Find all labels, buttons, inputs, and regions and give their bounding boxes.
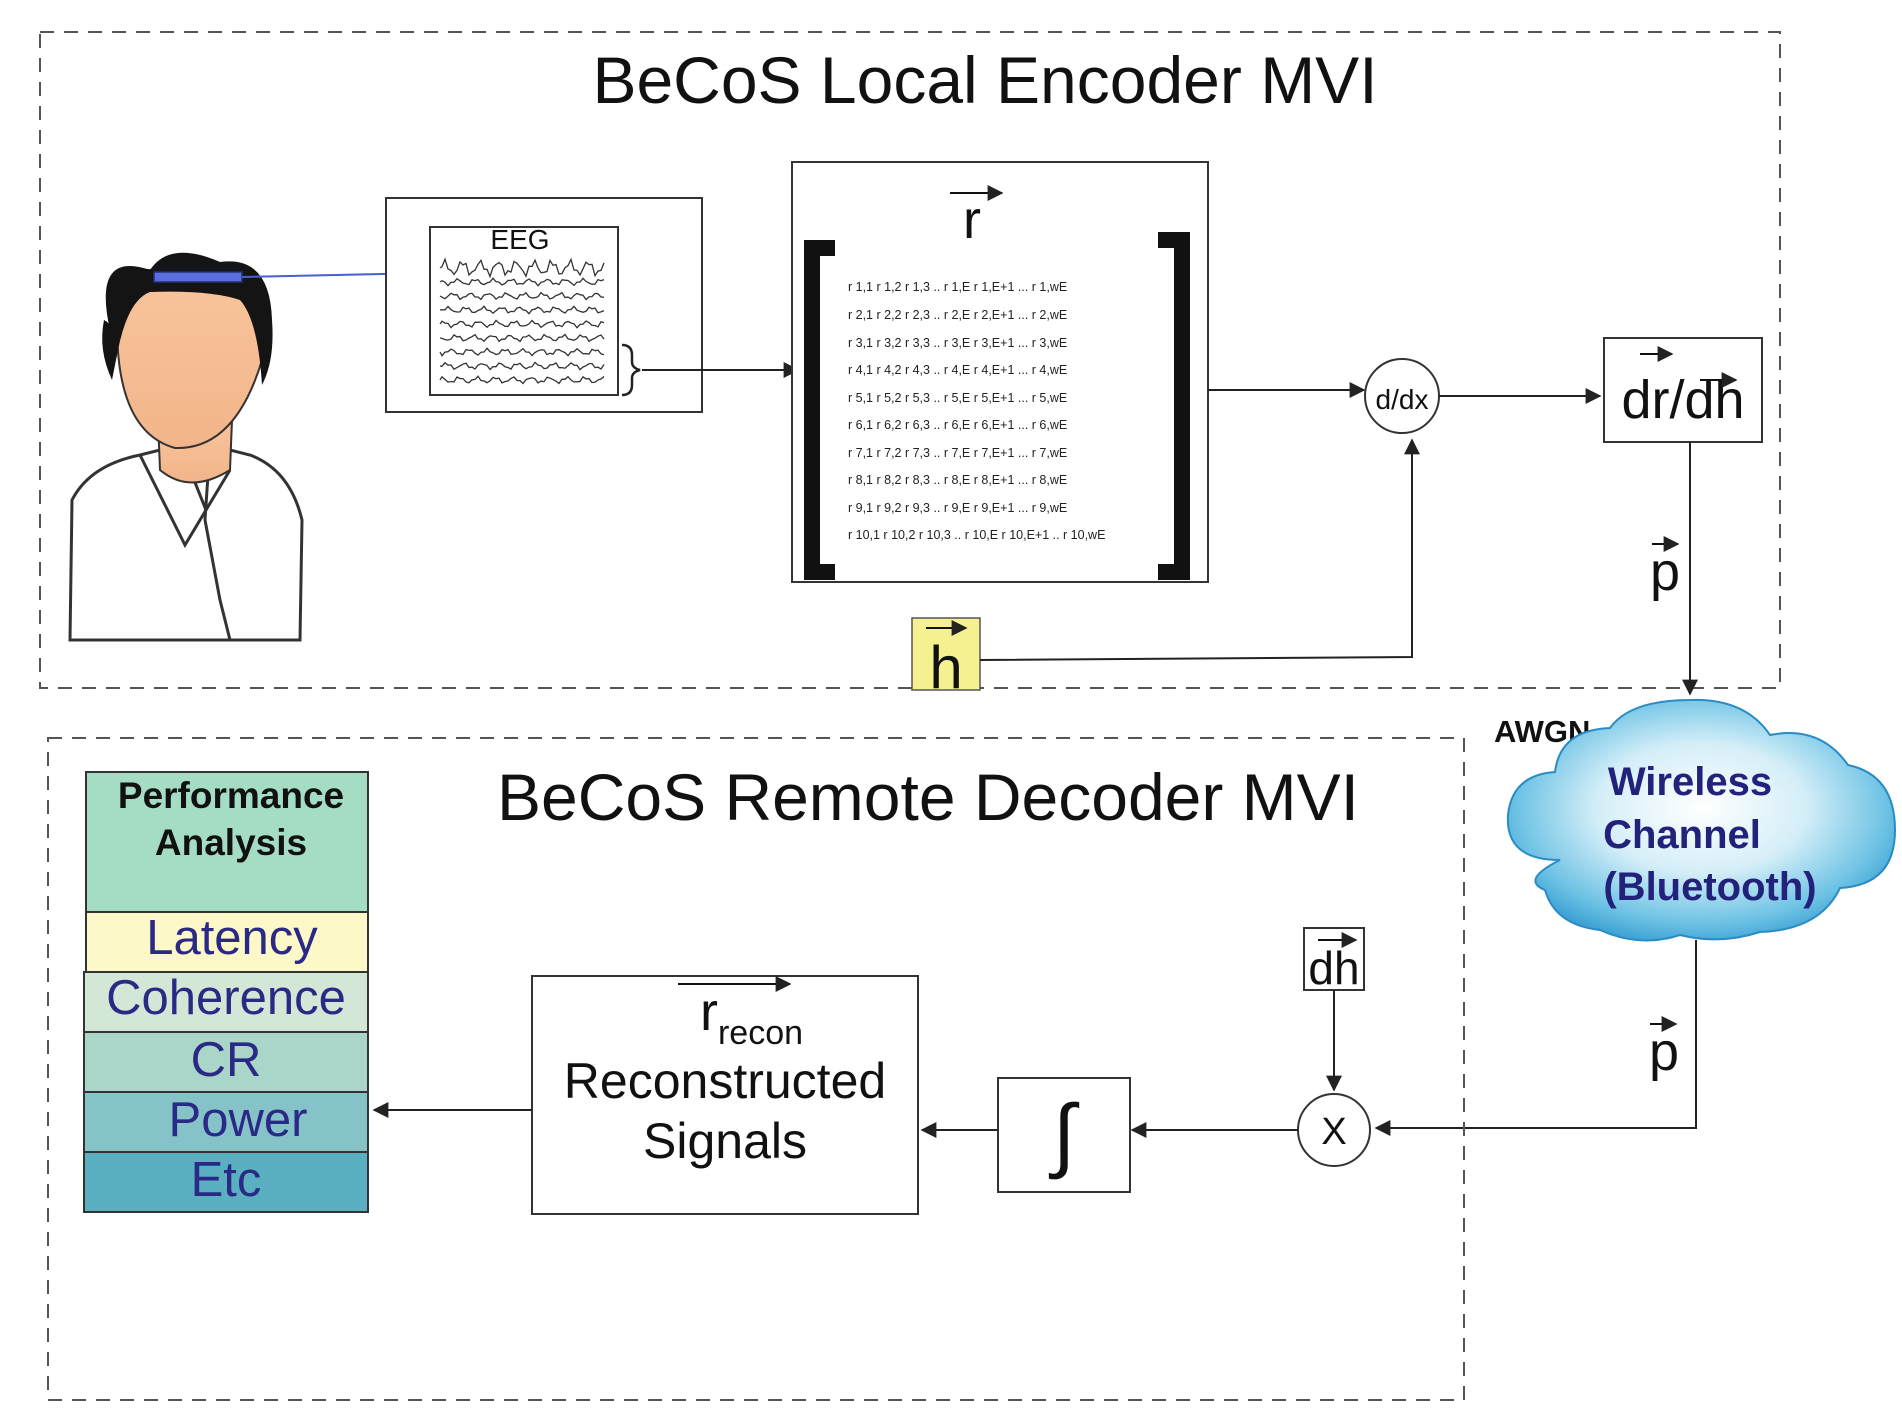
h-vector-label: h — [929, 634, 962, 701]
eeg-trace — [439, 333, 605, 343]
metric-power: Power — [169, 1093, 308, 1147]
matrix-row: r 4,1 r 4,2 r 4,3 .. r 4,E r 4,E+1 ... r… — [848, 363, 1067, 377]
r-vector-label: r — [963, 190, 981, 250]
matrix-row: r 1,1 r 1,2 r 1,3 .. r 1,E r 1,E+1 ... r… — [848, 280, 1067, 294]
eeg-brace — [621, 343, 641, 397]
h-to-derivative-arrow — [979, 438, 1420, 661]
reconstructed-signals-box — [531, 975, 919, 1215]
eeg-trace — [439, 361, 605, 371]
recon-r: r — [700, 982, 718, 1042]
decoder-region — [47, 737, 1465, 1401]
channel-line-3: (Bluetooth) — [1603, 865, 1816, 909]
matrix-row: r 7,1 r 7,2 r 7,3 .. r 7,E r 7,E+1 ... r… — [848, 446, 1067, 460]
gradient-output-box — [1603, 337, 1763, 443]
p-vector-upper: p — [1650, 542, 1680, 602]
eeg-trace — [439, 375, 605, 385]
eeg-trace — [439, 291, 605, 301]
matrix-box — [791, 161, 1209, 583]
encoder-title: BeCoS Local Encoder MVI — [592, 43, 1377, 117]
metric-latency: Latency — [146, 911, 318, 965]
integral-op: ∫ — [1049, 1089, 1080, 1180]
matrix-row: r 3,1 r 3,2 r 3,3 .. r 3,E r 3,E+1 ... r… — [848, 336, 1067, 350]
channel-line-2: Channel — [1603, 813, 1761, 857]
recon-line-2: Signals — [643, 1113, 807, 1169]
metric-cell-latency — [85, 911, 369, 973]
multiplier-op: X — [1321, 1111, 1346, 1153]
h-vector-box — [911, 617, 981, 691]
eeg-label: EEG — [490, 224, 549, 255]
matrix-row: r 9,1 r 9,2 r 9,3 .. r 9,E r 9,E+1 ... r… — [848, 501, 1067, 515]
eeg-trace — [439, 347, 605, 357]
performance-analysis-table: Performance Analysis Latency Coherence C… — [83, 771, 369, 1213]
eeg-trace — [439, 277, 605, 287]
eeg-trace — [439, 305, 605, 315]
recon-line-1: Reconstructed — [564, 1053, 886, 1109]
eeg-waveforms — [439, 257, 605, 385]
matrix-left-bracket — [804, 240, 835, 580]
matrix-row: r 2,1 r 2,2 r 2,3 .. r 2,E r 2,E+1 ... r… — [848, 308, 1067, 322]
matrix-right-bracket — [1158, 232, 1190, 580]
metric-cell-coherence — [83, 971, 369, 1033]
metric-cell-cr — [83, 1031, 369, 1093]
dh-label: dh — [1308, 942, 1359, 994]
matrix-row: r 5,1 r 5,2 r 5,3 .. r 5,E r 5,E+1 ... r… — [848, 391, 1067, 405]
derivative-op: d/dx — [1376, 384, 1429, 415]
metric-cr: CR — [191, 1033, 262, 1087]
integral-box — [997, 1077, 1131, 1193]
subject-illustration — [68, 252, 304, 642]
electrode-strip — [153, 271, 243, 283]
recon-subscript: recon — [718, 1014, 803, 1052]
r-matrix: r 1,1 r 1,2 r 1,3 .. r 1,E r 1,E+1 ... r… — [848, 280, 1105, 542]
eeg-trace — [439, 257, 605, 279]
channel-to-multiplier-arrow — [1374, 940, 1697, 1136]
metric-coherence: Coherence — [106, 971, 346, 1025]
metric-cell-power — [83, 1091, 369, 1153]
metric-etc: Etc — [191, 1153, 262, 1207]
matrix-row: r 8,1 r 8,2 r 8,3 .. r 8,E r 8,E+1 ... r… — [848, 473, 1067, 487]
matrix-row: r 10,1 r 10,2 r 10,3 .. r 10,E r 10,E+1 … — [848, 528, 1105, 542]
eeg-trace — [439, 319, 605, 329]
wireless-channel-cloud — [1506, 698, 1897, 942]
performance-header-line-1: Performance — [118, 775, 344, 816]
matrix-row: r 6,1 r 6,2 r 6,3 .. r 6,E r 6,E+1 ... r… — [848, 418, 1067, 432]
performance-header-cell — [85, 771, 369, 913]
performance-header-line-2: Analysis — [155, 822, 307, 863]
channel-line-1: Wireless — [1608, 760, 1772, 804]
recon-vector-label: rrecon — [700, 982, 803, 1052]
decoder-title: BeCoS Remote Decoder MVI — [497, 760, 1359, 834]
encoder-region — [39, 31, 1781, 689]
p-vector-lower: p — [1649, 1022, 1679, 1082]
metric-cell-etc — [83, 1151, 369, 1213]
